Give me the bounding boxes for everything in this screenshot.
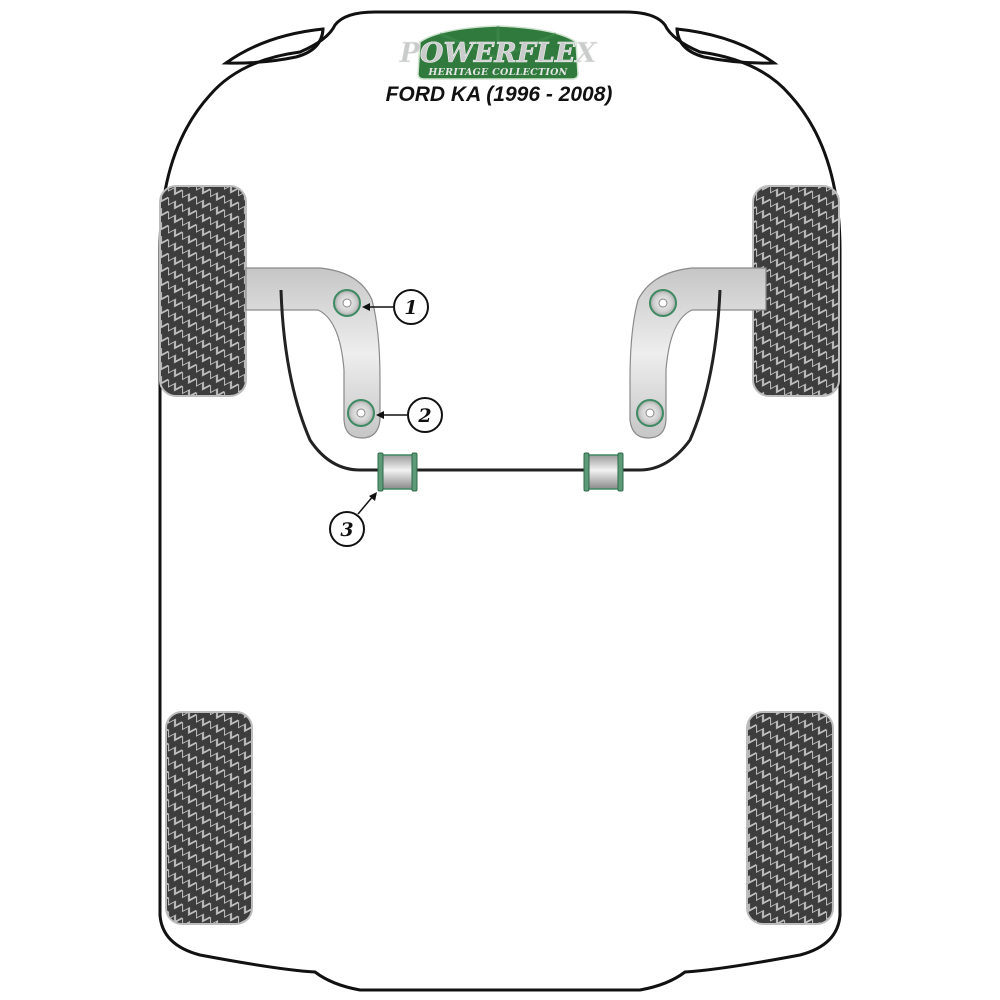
callout-1-label: 1 [404,297,417,319]
bush-1-left-front [333,289,361,317]
arrow-icon [376,411,384,419]
arb-bush-right [583,452,624,492]
logo-subtitle: HERITAGE COLLECTION [427,67,567,78]
arb-bush-left [377,452,418,492]
bush-right-rear [636,399,664,427]
rear-right-tyre [746,711,834,925]
bush-right-front [649,289,677,317]
car-body-outline [158,10,842,992]
page-title: FORD KA (1996 - 2008) [386,83,613,106]
callout-2-label: 2 [417,405,431,427]
bush-2-left-rear [347,399,375,427]
callout-2[interactable]: 2 [376,397,443,433]
anti-roll-bar [279,289,722,472]
logo-brand: POWERFLEX [399,38,598,69]
front-left-tyre [159,185,247,397]
powerflex-logo: POWERFLEX HERITAGE COLLECTION [398,25,598,80]
right-headlight [675,27,779,65]
rear-left-tyre [165,711,253,925]
callout-3-label: 3 [340,519,353,541]
callout-3[interactable]: 3 [329,492,377,547]
arrow-icon [362,303,370,311]
arrow-icon [369,492,377,501]
left-headlight [221,27,325,65]
callout-1[interactable]: 1 [362,289,429,325]
